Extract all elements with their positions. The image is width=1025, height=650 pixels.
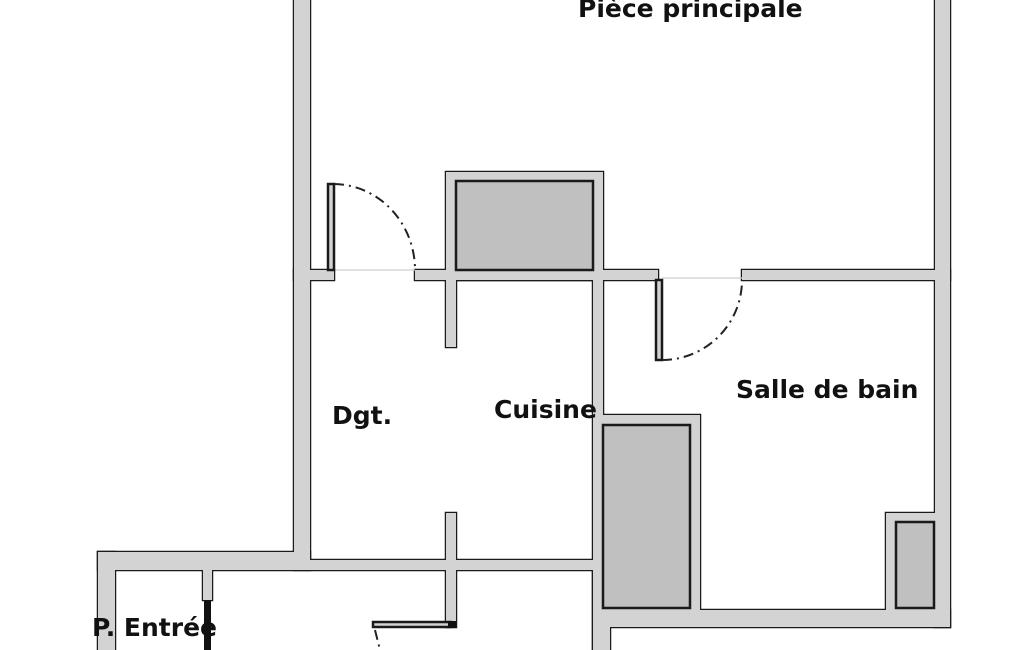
door-swing-main [333,183,416,271]
room-label-entrance: P. Entrée [92,613,217,642]
wall-segment [935,0,950,627]
wall-segment [98,552,310,570]
room-label-bathroom: Salle de bain [736,375,919,404]
wall-segment [446,513,456,570]
room-label-corridor: Dgt. [332,401,393,430]
room-label-kitchen: Cuisine [494,395,597,424]
door-swing-entrance [374,629,381,650]
room-label-main: Pièce principale [578,0,803,23]
door-leaf-bath [654,278,664,362]
wall-segment [294,270,334,280]
wall-segment [600,610,950,627]
closet-small [894,520,936,610]
wall-segment [593,280,603,650]
wall-segment [203,570,212,600]
door-swing-bath [661,279,743,361]
wall-segment [446,570,456,627]
door-leaf-main [326,182,336,272]
wall-segment [446,280,456,347]
door-leaf-entrance-left [204,600,211,650]
wall-segment [98,552,115,650]
door-leaf-entrance [371,620,453,629]
walls [96,0,952,650]
closet-bathroom [601,423,692,610]
closet-top [454,179,595,272]
wall-segment [742,270,950,280]
door-stop [448,621,456,628]
